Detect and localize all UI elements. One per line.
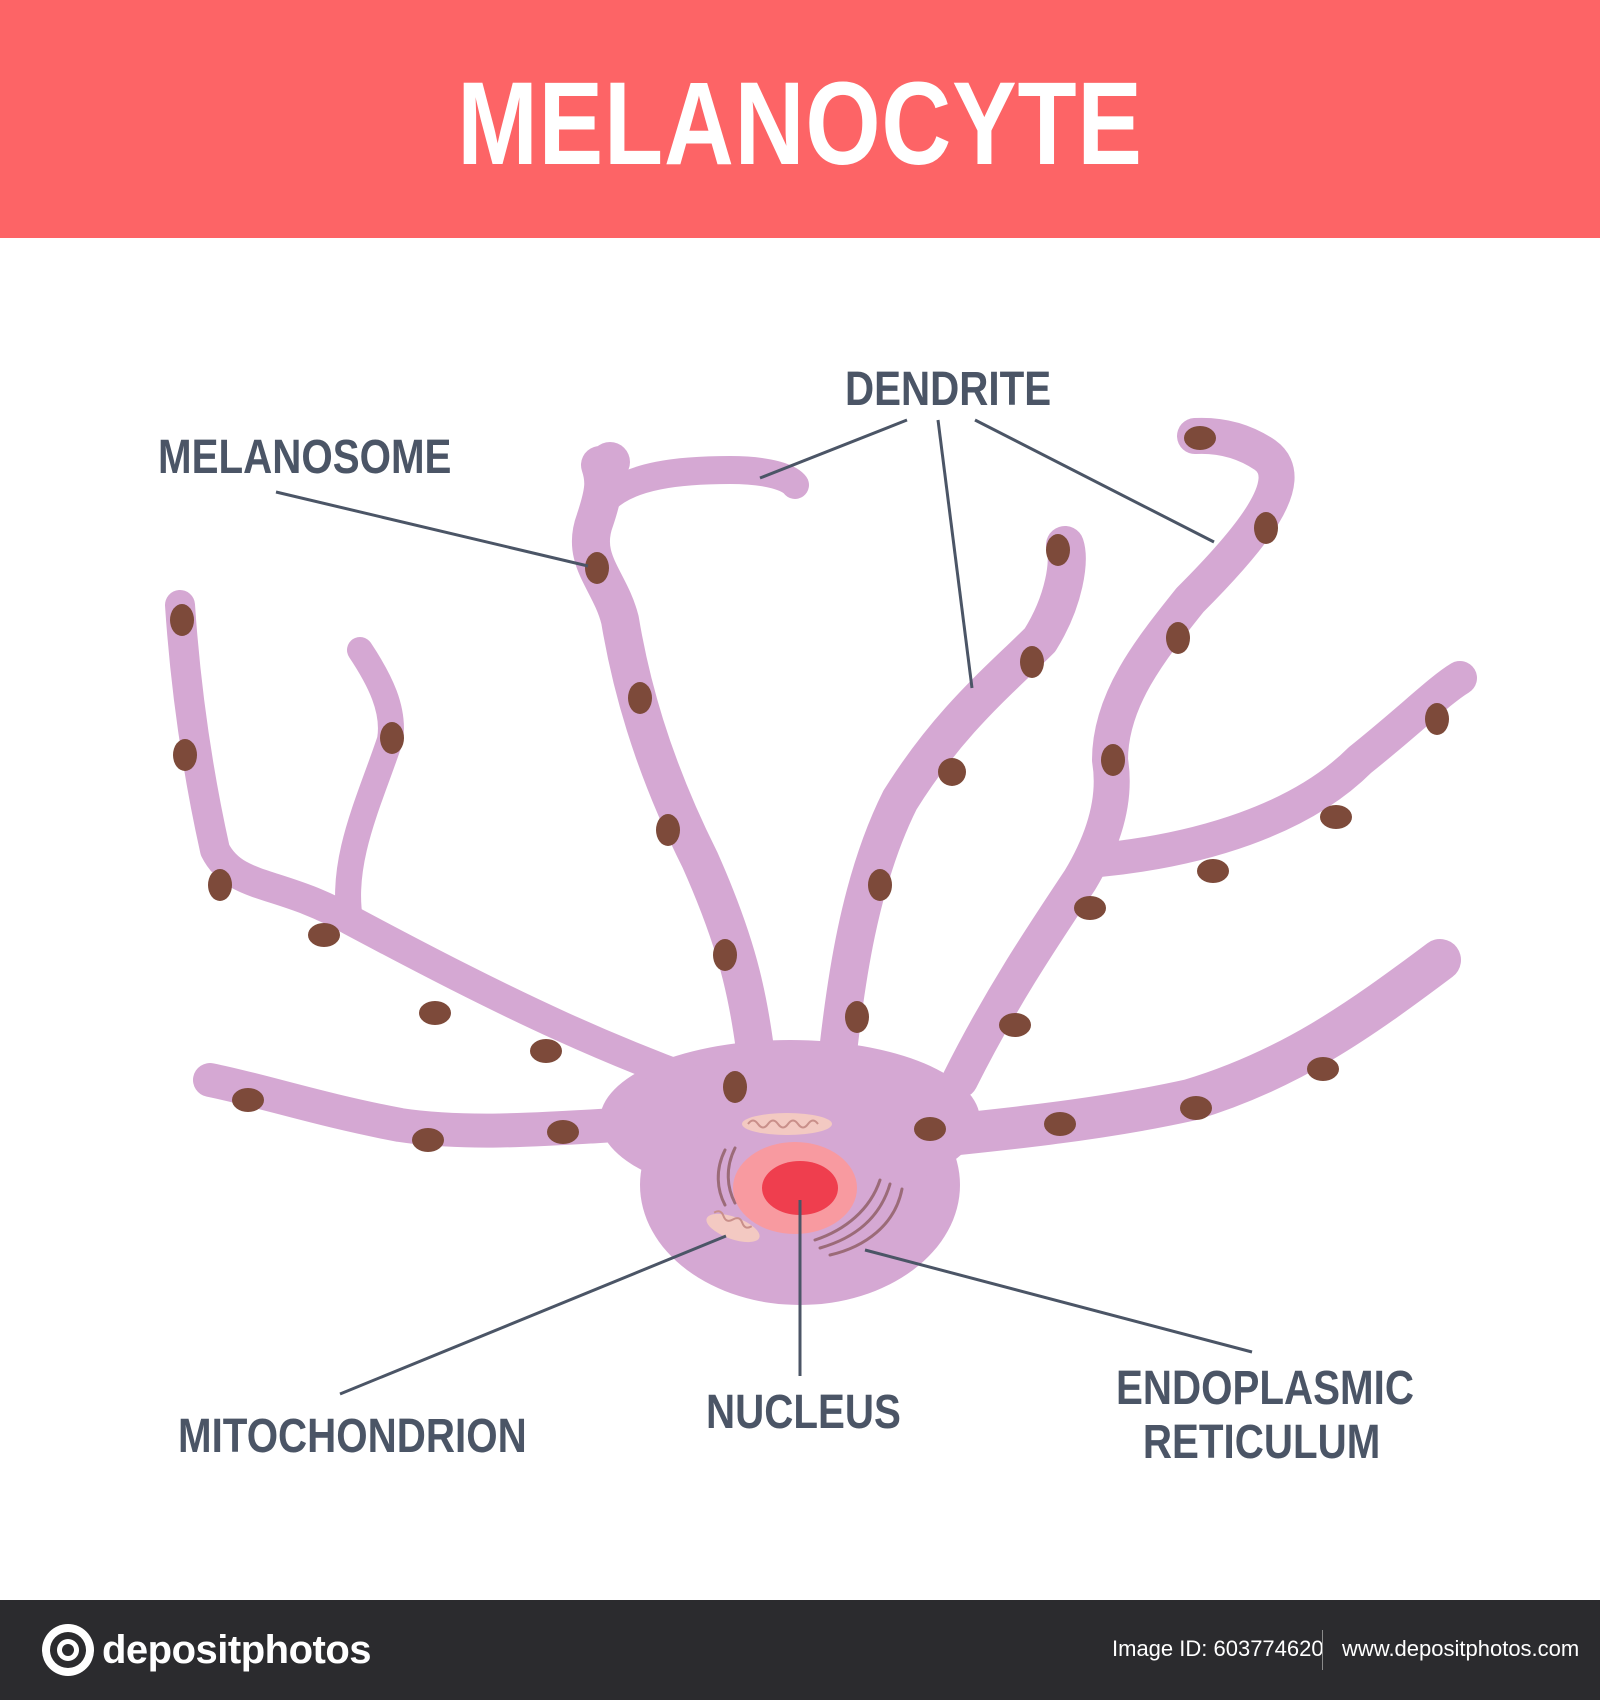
- melanosome: [419, 1001, 451, 1025]
- dendrite-right-mid: [1083, 661, 1477, 877]
- footer-divider: [1322, 1630, 1323, 1670]
- melanosome: [170, 604, 194, 636]
- melanosome: [868, 869, 892, 901]
- site-link[interactable]: www.depositphotos.com: [1342, 1636, 1580, 1661]
- melanosome: [208, 869, 232, 901]
- title-banner: MELANOCYTE: [0, 0, 1600, 238]
- dendrite-left-fork: [335, 637, 404, 933]
- melanosome: [1074, 896, 1106, 920]
- melanosome: [1180, 1096, 1212, 1120]
- dendrite-center-left: [571, 446, 779, 1109]
- melanosomes: [170, 426, 1449, 1152]
- label-nucleus: NUCLEUS: [706, 1386, 901, 1439]
- leader-line-melanosome: [275, 490, 589, 568]
- melanosome: [585, 552, 609, 584]
- label-dendrite: DENDRITE: [845, 363, 1052, 416]
- melanocyte-diagram: DENDRITE MELANOSOME MITOCHONDRION NUCLEU…: [0, 238, 1600, 1600]
- melanosome: [547, 1120, 579, 1144]
- melanosome: [232, 1088, 264, 1112]
- melanosome: [380, 722, 404, 754]
- label-endoplasmic-reticulum: ENDOPLASMIC RETICULUM: [1116, 1362, 1414, 1470]
- dendrite-left-upper: [165, 590, 795, 1125]
- brand-name: depositphotos: [102, 1627, 372, 1672]
- melanosome: [1197, 859, 1229, 883]
- cell-illustration: [165, 417, 1477, 1396]
- melanosome: [530, 1039, 562, 1063]
- dendrite-center-right: [816, 526, 1086, 1099]
- dendrite-right-upper: [942, 417, 1295, 1098]
- melanosome: [1254, 512, 1278, 544]
- melanosome: [628, 682, 652, 714]
- melanosome: [656, 814, 680, 846]
- label-endoplasmic-line2: RETICULUM: [1142, 1415, 1381, 1469]
- melanosome: [713, 939, 737, 971]
- melanosome: [1020, 646, 1044, 678]
- leader-line-dendrite-2: [936, 419, 974, 689]
- label-mitochondrion: MITOCHONDRION: [178, 1410, 527, 1463]
- melanosome: [1184, 426, 1216, 450]
- image-id-text: Image ID: 603774620: [1112, 1636, 1324, 1661]
- brand-logo[interactable]: depositphotos: [40, 1622, 372, 1678]
- melanosome: [938, 758, 966, 786]
- melanosome: [1166, 622, 1190, 654]
- melanosome: [914, 1117, 946, 1141]
- endoplasmic-reticulum-shape: [716, 1146, 904, 1257]
- camera-icon: [42, 1624, 94, 1676]
- melanosome: [1320, 805, 1352, 829]
- label-endoplasmic-line1: ENDOPLASMIC: [1116, 1362, 1414, 1415]
- melanosome: [1046, 534, 1070, 566]
- nucleus-shape: [733, 1142, 857, 1234]
- page-title: MELANOCYTE: [457, 58, 1143, 190]
- dendrite-left-lower: [193, 1063, 757, 1148]
- mitochondrion-top: [742, 1113, 832, 1135]
- melanosome: [723, 1071, 747, 1103]
- leader-line-mitochondrion: [339, 1234, 727, 1396]
- melanosome: [1101, 744, 1125, 776]
- label-melanosome: MELANOSOME: [158, 431, 452, 484]
- dendrite-top-branch: [591, 456, 809, 514]
- leader-line-dendrite-1: [759, 418, 908, 480]
- leader-lines: [275, 418, 1253, 1396]
- melanosome: [173, 739, 197, 771]
- melanosome: [308, 923, 340, 947]
- mitochondrion-left: [706, 1210, 760, 1243]
- melanosome: [1425, 703, 1449, 735]
- footer-bar: depositphotos Image ID: 603774620 www.de…: [0, 1600, 1600, 1700]
- leader-line-endoplasmic: [864, 1248, 1253, 1354]
- leader-line-dendrite-3: [974, 418, 1215, 544]
- melanosome: [412, 1128, 444, 1152]
- melanosome: [1044, 1112, 1076, 1136]
- melanosome: [1307, 1057, 1339, 1081]
- melanosome: [999, 1013, 1031, 1037]
- melanosome: [845, 1001, 869, 1033]
